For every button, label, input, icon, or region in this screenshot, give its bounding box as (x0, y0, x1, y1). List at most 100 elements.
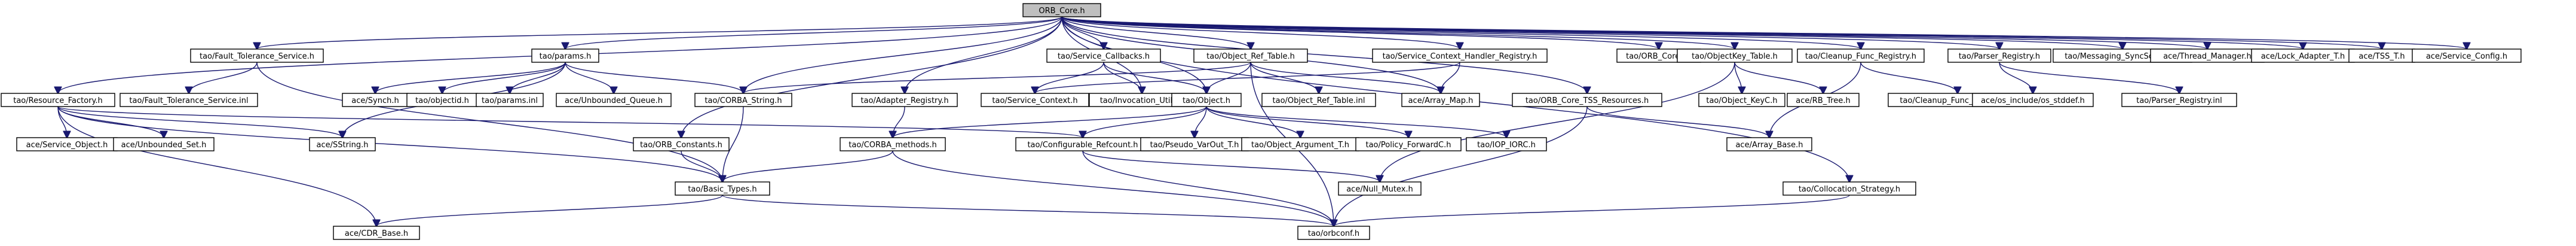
node-label: tao/Object_KeyC.h (1706, 96, 1777, 105)
edge-resource-factory-h-to-basic-types-h (57, 106, 722, 182)
edge-scch-registry-h-to-array-map-h (1441, 62, 1460, 93)
node-array-map-h[interactable]: ace/Array_Map.h (1401, 93, 1480, 107)
node-box (1466, 137, 1547, 151)
node-box (190, 48, 324, 63)
edge-basic-types-h-to-orbconf-h (722, 195, 1334, 226)
node-parser-registry-inl[interactable]: tao/Parser_Registry.inl (2121, 93, 2237, 107)
edge-objectkey-table-h-to-object-keyc-h (1734, 62, 1742, 93)
edge-orb-core-h-to-orb-constants-h (681, 16, 1062, 138)
edge-objectkey-table-h-to-null-mutex-h (1380, 62, 1735, 182)
node-label: tao/Pseudo_VarOut_T.h (1150, 141, 1239, 150)
edge-service-callbacks-h-to-object-h (1103, 62, 1206, 93)
node-box (476, 93, 544, 107)
edge-orb-core-h-to-objectkey-table-h (1061, 16, 1735, 49)
node-cleanup-func-registry-h[interactable]: tao/Cleanup_Func_Registry.h (1797, 48, 1925, 63)
edge-orb-core-h-to-scch-registry-h (1061, 16, 1460, 49)
node-box (1022, 3, 1101, 17)
node-array-base-h[interactable]: ace/Array_Base.h (1726, 137, 1812, 151)
node-label: tao/Object_Ref_Table.inl (1273, 96, 1365, 105)
node-corba-string-h[interactable]: tao/CORBA_String.h (694, 93, 792, 107)
node-corba-methods-h[interactable]: tao/CORBA_methods.h (840, 137, 946, 151)
node-box (1046, 48, 1161, 63)
node-resource-factory-h[interactable]: tao/Resource_Factory.h (1, 93, 115, 107)
edge-resource-factory-h-to-configurable-refcount-h (57, 106, 1083, 138)
node-box (1782, 181, 1916, 196)
node-orb-constants-h[interactable]: tao/ORB_Constants.h (633, 137, 730, 151)
node-ace-service-object-h[interactable]: ace/Service_Object.h (16, 137, 118, 151)
node-service-callbacks-h[interactable]: tao/Service_Callbacks.h (1046, 48, 1161, 63)
node-iop-iorc-h[interactable]: tao/IOP_IORC.h (1466, 137, 1547, 151)
node-params-h[interactable]: tao/params.h (531, 48, 599, 63)
edge-scch-registry-h-to-service-context-h (1035, 62, 1460, 93)
node-box (333, 226, 420, 240)
node-label: tao/ORB_Core_TSS_Resources.h (1526, 96, 1649, 105)
node-orb-core-tss-resources-h[interactable]: tao/ORB_Core_TSS_Resources.h (1512, 93, 1662, 107)
node-box (1372, 48, 1548, 63)
node-ace-lock-adapter-t-h[interactable]: ace/Lock_Adapter_T.h (2251, 48, 2355, 63)
node-box (1401, 93, 1480, 107)
edge-service-callbacks-h-to-service-context-h (1035, 62, 1104, 93)
node-parser-registry-h[interactable]: tao/Parser_Registry.h (1947, 48, 2051, 63)
node-orb-core-h: ORB_Core.h (1022, 3, 1101, 17)
node-label: tao/Policy_ForwardC.h (1365, 141, 1451, 150)
node-adapter-registry-h[interactable]: tao/Adapter_Registry.h (851, 93, 958, 107)
node-ace-tss-t-h[interactable]: ace/TSS_T.h (2348, 48, 2415, 63)
node-ace-service-config-h[interactable]: ace/Service_Config.h (2412, 48, 2522, 63)
node-collocation-strategy-h[interactable]: tao/Collocation_Strategy.h (1782, 181, 1916, 196)
edge-orb-core-h-to-service-callbacks-h (1061, 16, 1104, 49)
node-policy-forwardc-h[interactable]: tao/Policy_ForwardC.h (1355, 137, 1462, 151)
node-cdr-base-h[interactable]: ace/CDR_Base.h (333, 226, 420, 240)
node-box (556, 93, 672, 107)
node-label: ace/TSS_T.h (2358, 52, 2405, 61)
node-label: tao/orbconf.h (1308, 229, 1359, 238)
node-unbounded-set-h[interactable]: ace/Unbounded_Set.h (113, 137, 215, 151)
node-sstring-h[interactable]: ace/SString.h (309, 137, 376, 151)
node-label: ace/Null_Mutex.h (1346, 185, 1413, 194)
edge-object-ref-table-h-to-object-ref-table-inl (1250, 62, 1319, 93)
node-object-ref-table-h[interactable]: tao/Object_Ref_Table.h (1193, 48, 1308, 63)
node-object-keyc-h[interactable]: tao/Object_KeyC.h (1698, 93, 1785, 107)
node-object-ref-table-inl[interactable]: tao/Object_Ref_Table.inl (1261, 93, 1376, 107)
edge-ft-service-h-to-ft-service-inl (189, 62, 258, 93)
node-null-mutex-h[interactable]: ace/Null_Mutex.h (1338, 181, 1422, 196)
node-label: tao/CORBA_methods.h (849, 141, 936, 150)
node-label: tao/Service_Callbacks.h (1058, 52, 1150, 61)
node-ft-service-h[interactable]: tao/Fault_Tolerance_Service.h (190, 48, 324, 63)
node-configurable-refcount-h[interactable]: tao/Configurable_Refcount.h (1015, 137, 1150, 151)
node-objectkey-table-h[interactable]: tao/ObjectKey_Table.h (1677, 48, 1793, 63)
node-rb-tree-h[interactable]: ace/RB_Tree.h (1787, 93, 1860, 107)
node-object-h[interactable]: tao/Object.h (1171, 93, 1242, 107)
node-label: ace/Synch.h (351, 96, 399, 105)
node-unbounded-queue-h[interactable]: ace/Unbounded_Queue.h (556, 93, 672, 107)
node-scch-registry-h[interactable]: tao/Service_Context_Handler_Registry.h (1372, 48, 1548, 63)
node-os-stddef-h[interactable]: ace/os_include/os_stddef.h (1972, 93, 2094, 107)
node-pseudo-var-out-t-h[interactable]: tao/Pseudo_VarOut_T.h (1140, 137, 1249, 151)
node-label: ace/Thread_Manager.h (2163, 52, 2252, 61)
edge-orb-core-h-to-adapter-registry-h (905, 16, 1062, 93)
node-label: ace/Unbounded_Queue.h (565, 96, 663, 105)
node-label: tao/Invocation_Utils.h (1100, 96, 1184, 105)
node-label: ace/Array_Map.h (1408, 96, 1474, 105)
node-params-inl[interactable]: tao/params.inl (476, 93, 544, 107)
node-box (1, 93, 115, 107)
node-box (1338, 181, 1422, 196)
node-ace-synch-h[interactable]: ace/Synch.h (342, 93, 409, 107)
node-box (309, 137, 376, 151)
node-label: tao/ObjectKey_Table.h (1692, 52, 1778, 61)
node-ft-service-inl[interactable]: tao/Fault_Tolerance_Service.inl (120, 93, 258, 107)
edge-orb-constants-h-to-basic-types-h (681, 150, 722, 182)
node-objectid-h[interactable]: tao/objectid.h (406, 93, 478, 107)
node-orbconf-h[interactable]: tao/orbconf.h (1297, 226, 1370, 240)
node-label: ace/os_include/os_stddef.h (1981, 96, 2085, 105)
node-box (2412, 48, 2522, 63)
node-basic-types-h[interactable]: tao/Basic_Types.h (675, 181, 770, 196)
edge-orb-core-tss-resources-h-to-orbconf-h (1334, 106, 1588, 226)
node-object-argument-t-h[interactable]: tao/Object_Argument_T.h (1241, 137, 1359, 151)
node-invocation-utils-h[interactable]: tao/Invocation_Utils.h (1089, 93, 1195, 107)
edge-service-callbacks-h-to-invocation-utils-h (1103, 62, 1142, 93)
node-ace-thread-manager-h[interactable]: ace/Thread_Manager.h (2150, 48, 2265, 63)
node-service-context-h[interactable]: tao/Service_Context.h (981, 93, 1089, 107)
node-box (2121, 93, 2237, 107)
